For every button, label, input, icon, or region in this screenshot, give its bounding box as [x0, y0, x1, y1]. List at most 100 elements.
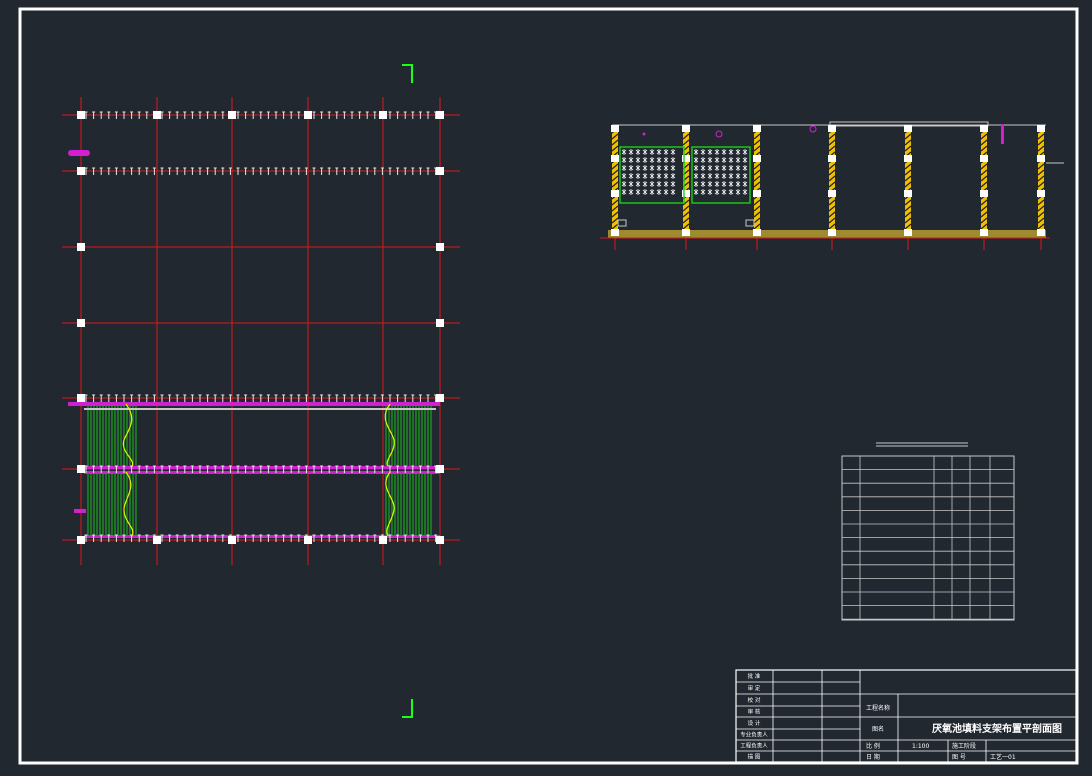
support-rows: [84, 111, 438, 542]
drawing-no-label: 图 号: [952, 754, 966, 761]
column-node: [682, 125, 690, 132]
column-node: [228, 536, 236, 544]
column-node: [611, 155, 619, 162]
scale-label: 比 例: [866, 742, 880, 750]
column-hatch: [1037, 223, 1045, 230]
column-hatch: [980, 163, 988, 170]
tb-role-label: 工程负责人: [740, 742, 768, 750]
column-hatch: [1037, 199, 1045, 206]
filler-area: [87, 404, 432, 536]
filler-modules: [621, 149, 748, 195]
table-border: [841, 455, 1015, 621]
column-hatch: [980, 181, 988, 188]
filler-boundary-curve: [123, 471, 134, 537]
column-node: [77, 394, 85, 402]
drawing-title: 厌氧池填料支架布置平剖面图: [932, 722, 1062, 735]
column-node: [77, 167, 85, 175]
column-hatch: [1037, 175, 1045, 182]
column-node: [753, 190, 761, 197]
column-hatch: [904, 163, 912, 170]
column-node: [980, 125, 988, 132]
column-hatch: [828, 223, 836, 230]
column-hatch: [1037, 169, 1045, 176]
drawing-name-label: 图名: [872, 725, 884, 733]
anchor-detail: [745, 219, 755, 227]
column-hatch: [1037, 139, 1045, 146]
title-block-border: [735, 669, 1077, 763]
column-hatch: [904, 169, 912, 176]
tb-role-label: 审 核: [748, 708, 761, 716]
column-node: [436, 319, 444, 327]
column-hatch: [1037, 181, 1045, 188]
filler-boundary-curve: [122, 403, 134, 467]
tb-role-label: 校 对: [748, 696, 761, 704]
column-hatch: [611, 145, 619, 152]
column-hatch: [1037, 205, 1045, 212]
column-node: [980, 229, 988, 236]
section-view: [600, 121, 1064, 250]
column-node: [379, 111, 387, 119]
filler-boundary-curve: [384, 403, 395, 467]
column-hatch: [682, 139, 690, 146]
pipe-header-edge: [84, 408, 436, 410]
scale-value: 1:100: [912, 743, 929, 750]
column-node: [828, 190, 836, 197]
column-hatch: [828, 163, 836, 170]
column-hatch: [611, 223, 619, 230]
column-hatch: [904, 145, 912, 152]
column-hatch: [682, 199, 690, 206]
title-block-signature-rows: [736, 681, 860, 752]
pipe-inlet-stub: [68, 150, 90, 156]
column-hatch: [828, 175, 836, 182]
tb-role-label: 审 定: [748, 684, 761, 692]
pipe-header: [84, 471, 440, 474]
column-hatch: [980, 205, 988, 212]
column-hatch: [828, 217, 836, 224]
pipe-inlet-stub: [74, 509, 86, 513]
column-node: [980, 155, 988, 162]
column-hatch: [904, 223, 912, 230]
column-hatch: [904, 175, 912, 182]
column-hatch: [904, 133, 912, 140]
column-hatch: [682, 223, 690, 230]
column-hatch: [611, 133, 619, 140]
column-hatch: [753, 199, 761, 206]
column-node: [228, 111, 236, 119]
stage-label: 施工阶段: [952, 742, 976, 750]
column-hatch: [753, 139, 761, 146]
column-node: [682, 190, 690, 197]
column-hatch: [980, 217, 988, 224]
column-node: [436, 111, 444, 119]
corner-mark-bottom: [402, 699, 413, 718]
pipe-symbol: [715, 130, 723, 138]
corner-mark-top: [402, 64, 413, 83]
pipe-header: [84, 535, 440, 538]
column-node: [1037, 229, 1045, 236]
column-hatch: [611, 169, 619, 176]
filler-frame: [619, 146, 685, 204]
column-node: [753, 229, 761, 236]
column-hatch: [904, 139, 912, 146]
column-node: [611, 229, 619, 236]
filler-frame: [691, 146, 751, 204]
column-hatch: [753, 181, 761, 188]
section-columns: [611, 125, 1045, 250]
column-hatch: [980, 139, 988, 146]
column-hatch: [904, 211, 912, 218]
column-node: [904, 229, 912, 236]
column-node: [379, 536, 387, 544]
column-node: [682, 155, 690, 162]
column-node: [77, 319, 85, 327]
column-hatch: [828, 145, 836, 152]
filler-boundary-curve: [385, 471, 395, 537]
column-hatch: [828, 199, 836, 206]
column-node: [304, 111, 312, 119]
column-node: [1037, 155, 1045, 162]
column-hatch: [904, 217, 912, 224]
column-node: [828, 155, 836, 162]
column-node: [153, 111, 161, 119]
column-hatch: [828, 139, 836, 146]
column-node: [1037, 125, 1045, 132]
